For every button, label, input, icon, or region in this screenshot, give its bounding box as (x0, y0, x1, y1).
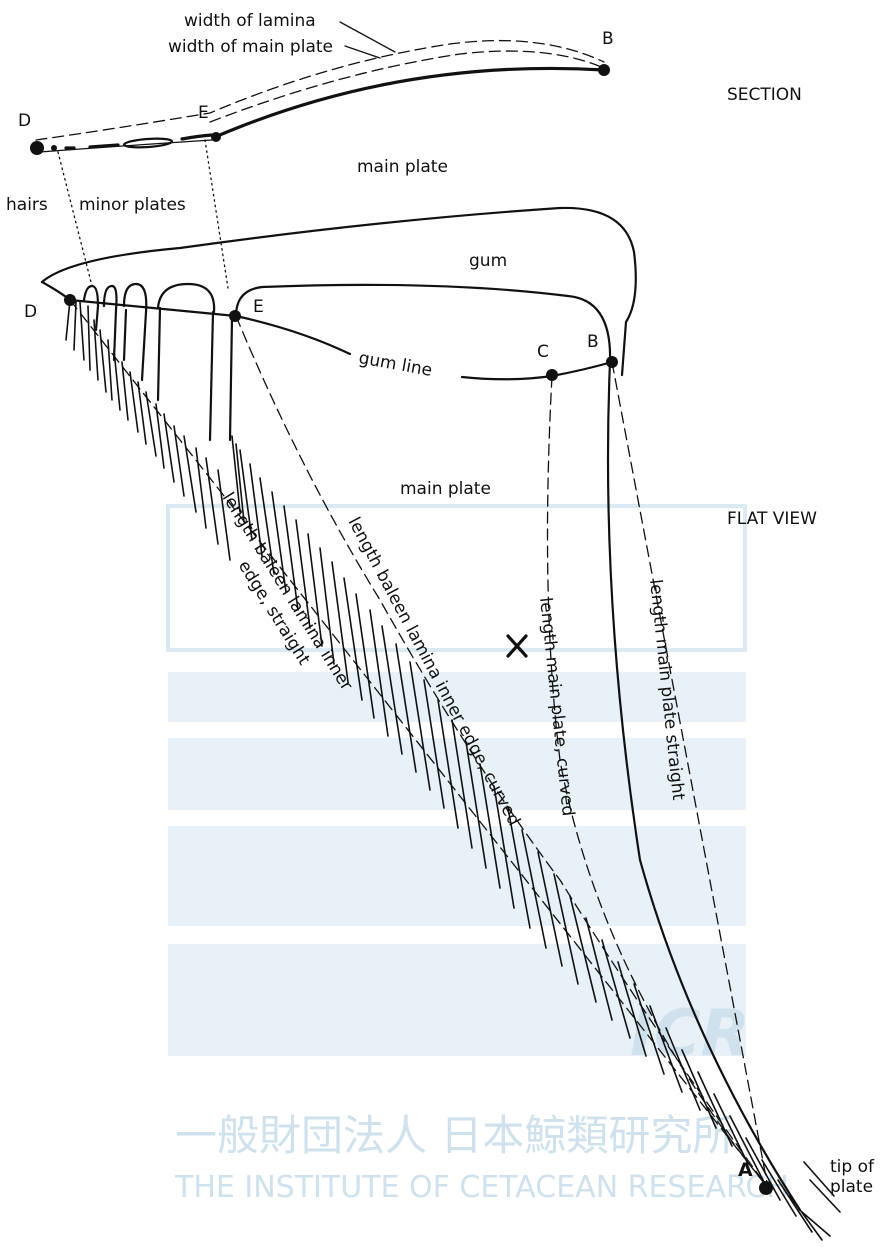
point-c-dot (546, 369, 558, 381)
section-minor-plate (88, 143, 120, 149)
width-of-lamina-leader (339, 21, 396, 53)
gum-line-segment (234, 314, 352, 356)
minor-plates-label: minor plates (79, 195, 186, 215)
minor-plate-edge (208, 310, 215, 442)
x-mark-icon (506, 634, 528, 658)
minor-plate-outline (122, 282, 148, 382)
watermark-japanese: 一般財団法人 日本鯨類研究所 (175, 1111, 734, 1160)
flat-view-title: FLAT VIEW (727, 509, 817, 529)
section-main-plate-outline (213, 66, 606, 139)
hairs-label: hairs (6, 195, 48, 215)
section-point-b-dot (598, 64, 610, 76)
main-plate-label: main plate (400, 479, 491, 499)
minor-plate-outline (82, 284, 100, 332)
point-d-label: D (24, 302, 37, 322)
watermark-english: THE INSTITUTE OF CETACEAN RESEARCH (174, 1170, 789, 1205)
section-main-plate-width-line (209, 50, 605, 123)
point-e-label: E (253, 297, 264, 317)
section-main-plate-label: main plate (357, 157, 448, 177)
section-lower-outline (39, 139, 213, 153)
gum-line-c-b (460, 360, 614, 381)
section-point-d-dot (30, 141, 44, 155)
point-c-label: C (537, 342, 549, 362)
width-of-lamina-label: width of lamina (184, 11, 316, 31)
length-inner-curved-line (235, 315, 769, 1189)
projection-line-e (204, 139, 229, 289)
gum-line-label: gum line (357, 348, 434, 381)
section-hair-dot (51, 145, 57, 151)
point-e-dot (229, 310, 241, 322)
minor-plate-edge (122, 308, 128, 362)
length-main-curved-line (546, 375, 769, 1189)
tip-of-plate-label-line2: plate (830, 1177, 873, 1197)
bristle-fringe (65, 299, 841, 1241)
point-d-dot (64, 294, 76, 306)
point-b-dot (606, 356, 618, 368)
point-a-dot (759, 1181, 773, 1195)
flat-view: D E C B A gum gum line main plate FLAT V… (24, 206, 875, 1241)
section-point-e-label: E (198, 103, 209, 123)
section-point-d-label: D (18, 111, 31, 131)
watermark-logo-frame (166, 504, 747, 652)
gum-outline (40, 206, 637, 377)
point-a-label: A (738, 1159, 753, 1181)
section-view: width of lamina width of main plate B D … (6, 11, 802, 215)
section-title: SECTION (727, 85, 802, 105)
width-of-main-plate-label: width of main plate (168, 37, 333, 57)
tip-of-plate-label-line1: tip of (830, 1157, 875, 1177)
section-point-e-dot (211, 132, 221, 142)
width-of-main-plate-leader (344, 45, 381, 59)
gum-label: gum (469, 251, 507, 271)
watermark: ICR 一般財団法人 日本鯨類研究所 THE INSTITUTE OF CETA… (166, 504, 789, 1205)
minor-plate-edge (156, 306, 162, 402)
section-minor-plate (180, 133, 214, 141)
main-plate-inner-edge (228, 316, 234, 442)
main-plate-outer-edge (606, 360, 802, 1212)
point-b-label: B (587, 332, 599, 352)
watermark-band (168, 826, 746, 926)
gum-inner-outline (234, 283, 612, 364)
watermark-band (168, 672, 746, 722)
length-main-straight-line (611, 361, 769, 1189)
section-point-b-label: B (602, 29, 614, 49)
length-inner-straight-line (69, 299, 769, 1189)
section-lamina-outline (35, 39, 605, 141)
minor-plate-outline (102, 284, 118, 362)
section-minor-plate (122, 137, 174, 149)
minor-plate-outline (156, 282, 216, 314)
